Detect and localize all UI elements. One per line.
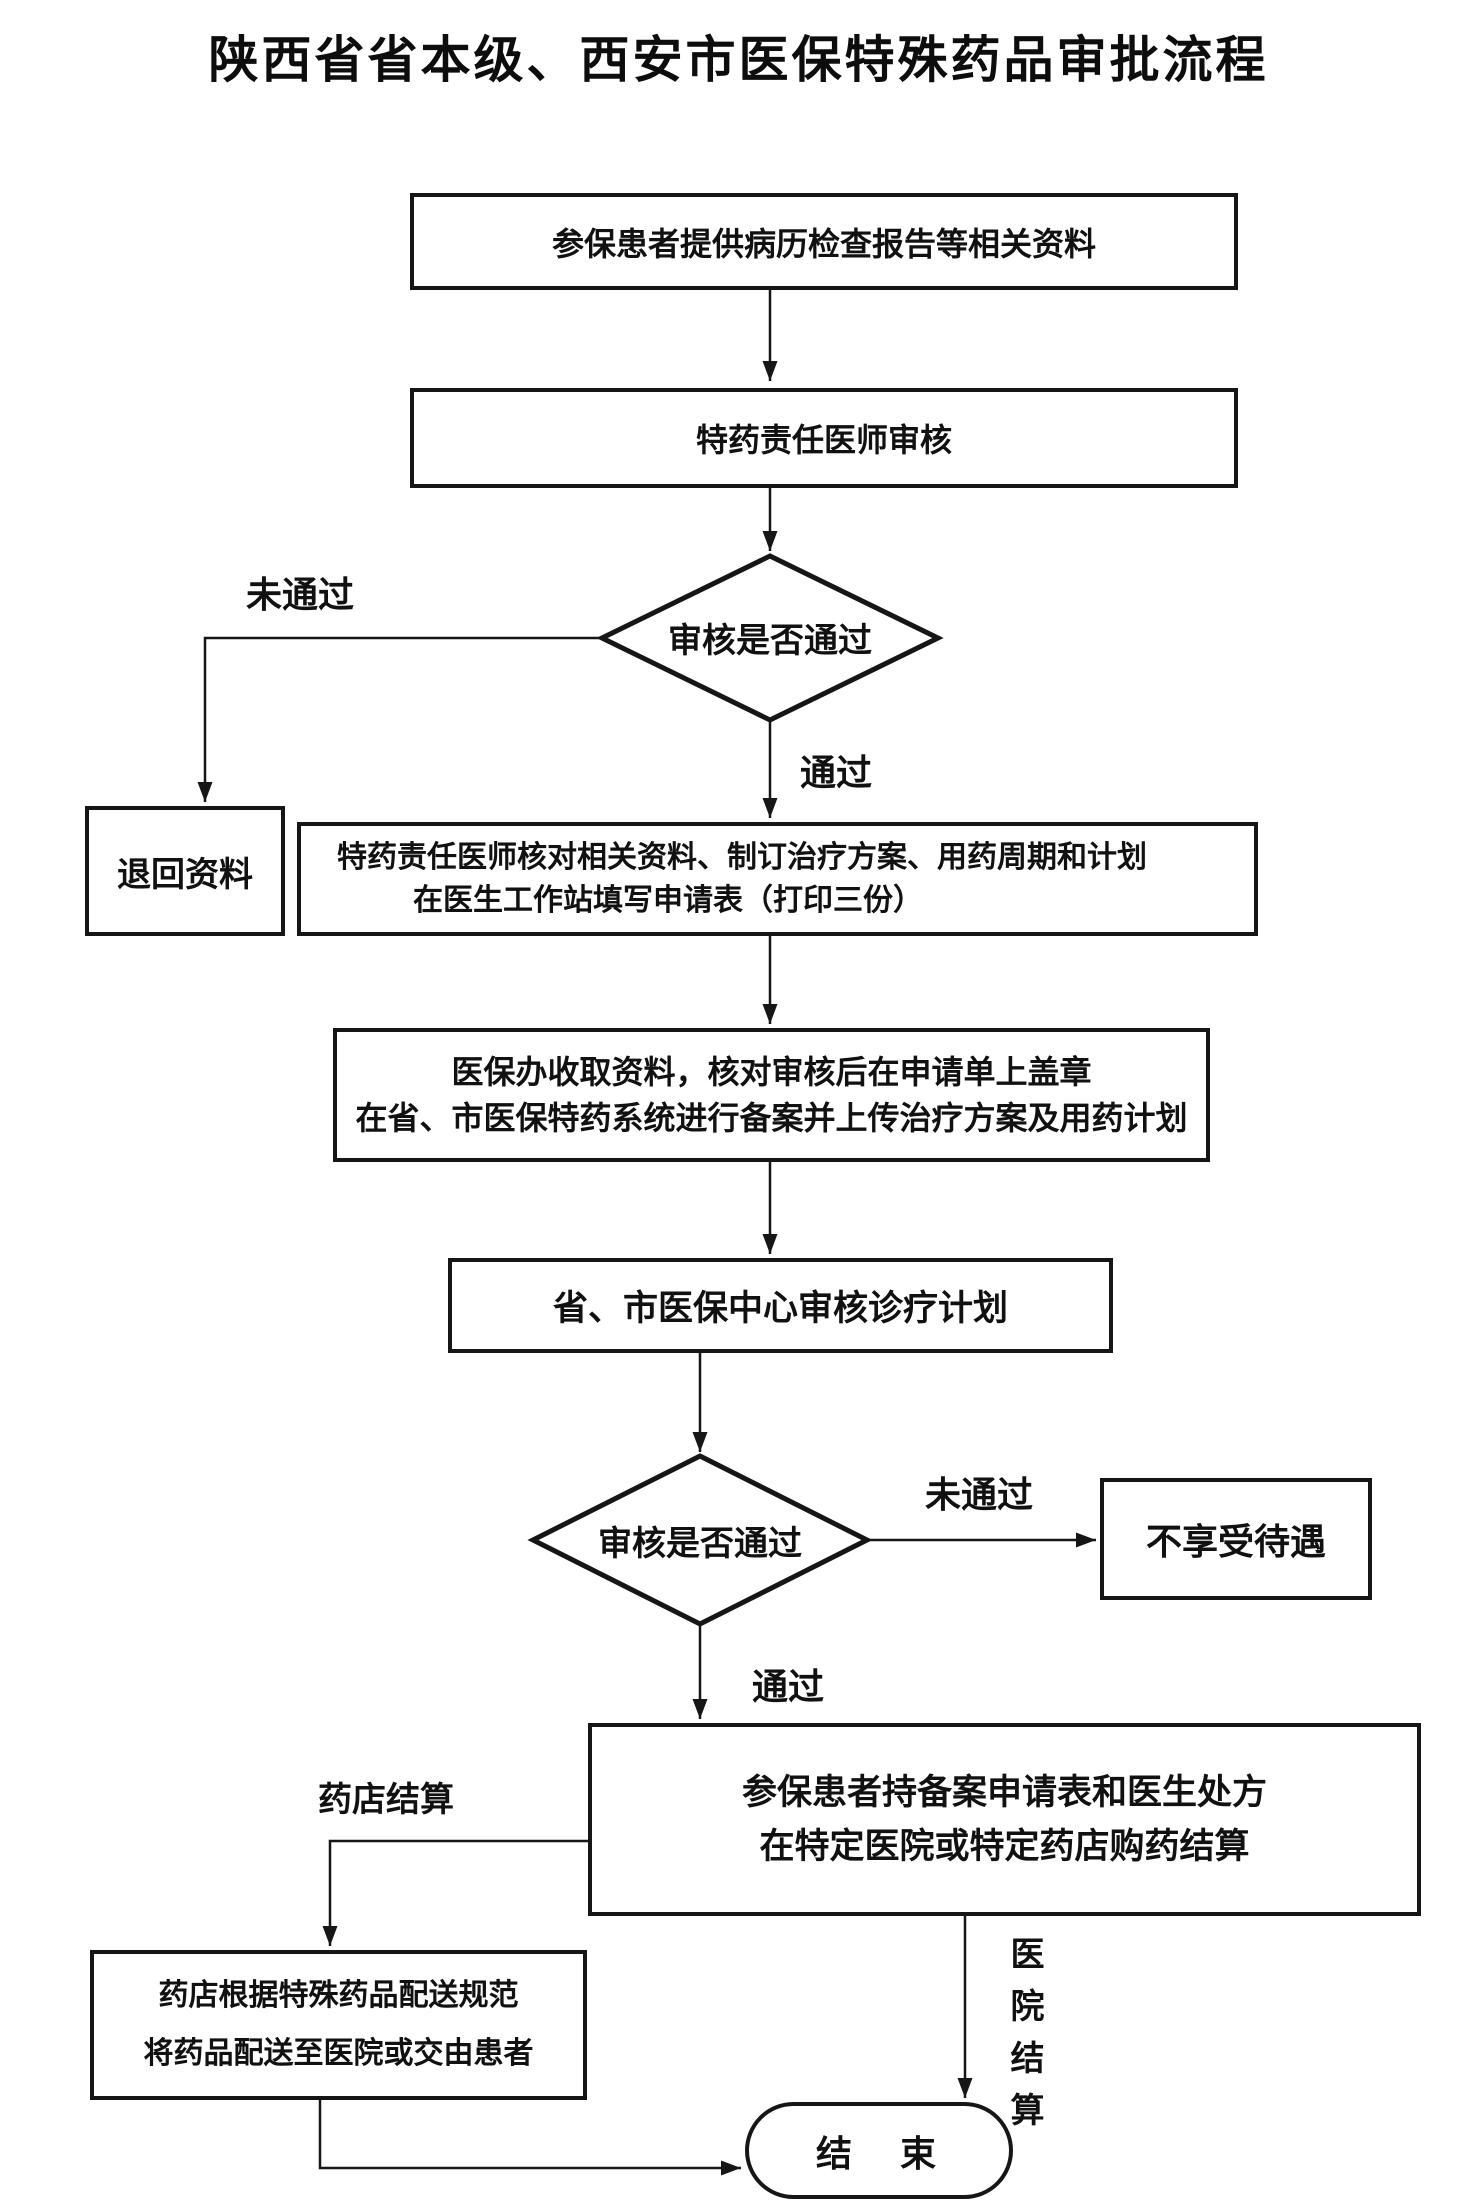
edge-label-hospital-settlement: 医院结算 [1005, 1936, 1043, 2144]
node-purchase-settle-line1: 参保患者持备案申请表和医生处方 [741, 1772, 1267, 1812]
edge-label-decision1-pass: 通过 [800, 752, 873, 793]
edge-label-decision2-pass: 通过 [752, 1666, 825, 1707]
node-make-plan-line2: 在医生工作站填写申请表（打印三份） [413, 884, 923, 917]
node-center-review: 省、市医保中心审核诊疗计划 [448, 1258, 1113, 1353]
node-no-benefit-label: 不享受待遇 [1145, 1521, 1326, 1562]
node-insurance-office-line2: 在省、市医保特药系统进行备案并上传治疗方案及用药计划 [355, 1100, 1188, 1136]
edge-label-pharmacy-settlement: 药店结算 [318, 1781, 454, 1819]
node-provide-materials: 参保患者提供病历检查报告等相关资料 [410, 193, 1238, 290]
edge-label-decision2-fail: 未通过 [925, 1474, 1034, 1515]
edge-label-decision1-fail: 未通过 [246, 574, 355, 615]
node-no-benefit: 不享受待遇 [1100, 1478, 1372, 1600]
node-center-review-label: 省、市医保中心审核诊疗计划 [552, 1289, 1008, 1328]
node-return-materials-label: 退回资料 [117, 855, 253, 894]
decision-2-diamond [527, 1453, 873, 1627]
end-terminal-label: 结 束 [815, 2132, 942, 2174]
decision-2-label: 审核是否通过 [598, 1525, 802, 1563]
end-terminal: 结 束 [745, 2102, 1013, 2199]
node-make-plan: 特药责任医师核对相关资料、制订治疗方案、用药周期和计划 在医生工作站填写申请表（… [297, 822, 1258, 936]
decision-1-label: 审核是否通过 [668, 622, 872, 660]
node-make-plan-line1: 特药责任医师核对相关资料、制订治疗方案、用药周期和计划 [337, 841, 1147, 874]
node-insurance-office-line1: 医保办收取资料，核对审核后在申请单上盖章 [451, 1054, 1092, 1090]
page-title: 陕西省省本级、西安市医保特殊药品审批流程 [208, 32, 1269, 88]
node-purchase-settle-line2: 在特定医院或特定药店购药结算 [759, 1826, 1250, 1866]
decision-1-diamond [596, 553, 944, 723]
node-pharmacy-delivery-line1: 药店根据特殊药品配送规范 [158, 1979, 519, 2012]
node-insurance-office: 医保办收取资料，核对审核后在申请单上盖章 在省、市医保特药系统进行备案并上传治疗… [333, 1028, 1210, 1162]
node-specialist-review: 特药责任医师审核 [410, 388, 1238, 488]
node-specialist-review-label: 特药责任医师审核 [695, 422, 952, 458]
node-pharmacy-delivery-line2: 将药品配送至医院或交由患者 [143, 2037, 534, 2070]
node-return-materials: 退回资料 [85, 806, 285, 936]
node-pharmacy-delivery: 药店根据特殊药品配送规范 将药品配送至医院或交由患者 [90, 1950, 587, 2100]
node-purchase-settle: 参保患者持备案申请表和医生处方 在特定医院或特定药店购药结算 [588, 1723, 1421, 1916]
node-provide-materials-label: 参保患者提供病历检查报告等相关资料 [551, 225, 1096, 262]
